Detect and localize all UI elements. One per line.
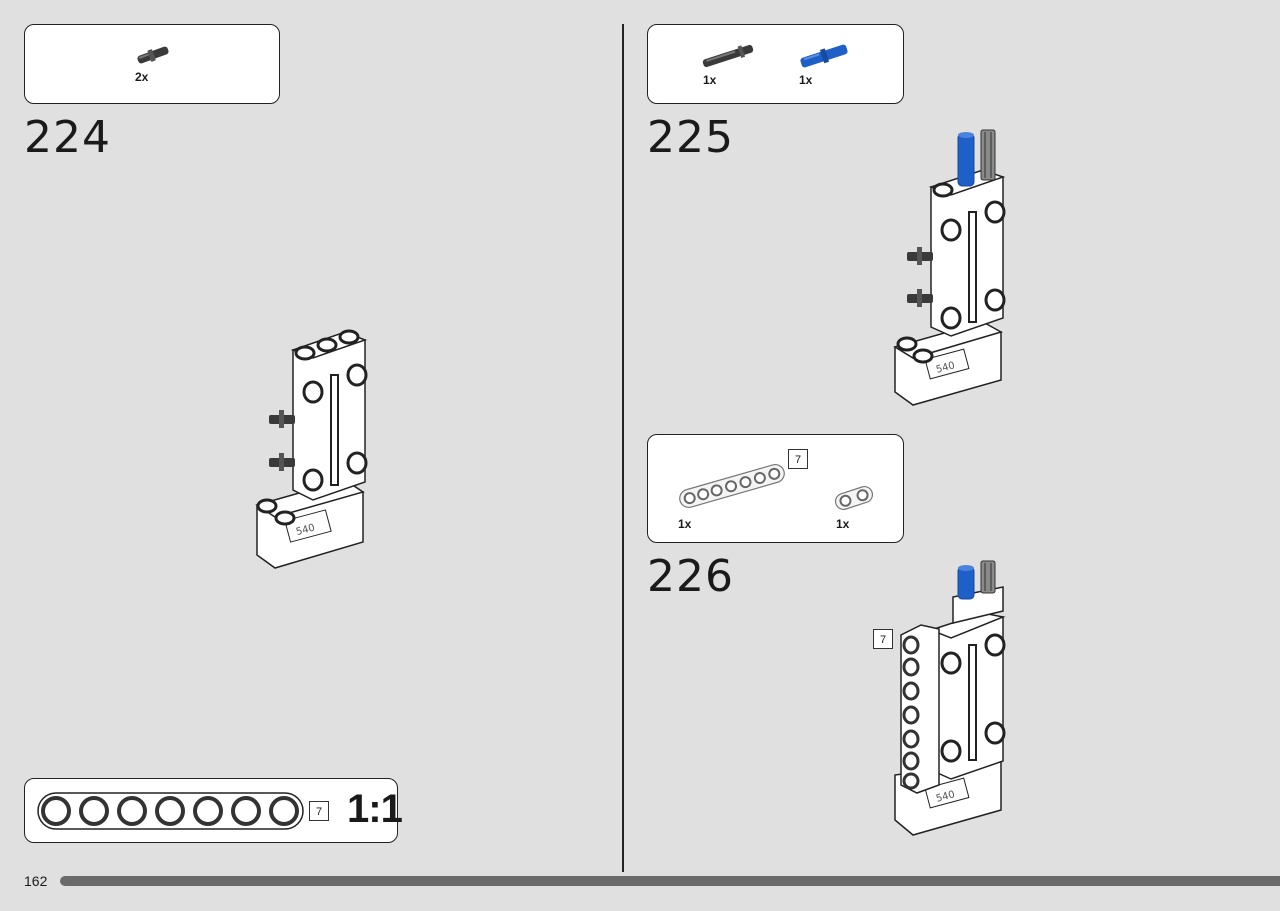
model-assembly-illustration: 540 [893,129,1006,406]
part-quantity: 1x [703,73,717,87]
callout-length-indicator: 7 [873,629,893,649]
part-quantity: 1x [836,517,850,531]
beam-7-scale-icon [37,792,304,830]
dark-axle-pin-icon [137,46,169,64]
white-beam-2-icon [834,486,874,510]
length-indicator: 7 [788,449,808,469]
page-number: 162 [24,873,48,889]
parts-callout-224: 2x [24,24,280,104]
parts-callout-225: 1x 1x [647,24,904,104]
scale-ruler: 7 1:1 [24,778,403,843]
svg-text:540: 540 [295,522,316,538]
parts-callout-226: 7 1x 1x [647,434,904,543]
white-beam-7-icon [679,463,785,509]
svg-text:540: 540 [935,789,956,805]
model-assembly-illustration: 540 [255,329,368,569]
blue-axle-pin-icon [800,44,848,68]
progress-bar [60,876,1280,886]
step-number-225: 225 [647,112,734,163]
step-number-224: 224 [24,112,111,163]
model-assembly-illustration: 540 [894,560,1006,836]
step-number-226: 226 [647,551,734,602]
part-quantity: 1x [799,73,813,87]
dark-long-pin-icon [702,44,754,68]
svg-text:540: 540 [935,360,956,376]
scale-ratio: 1:1 [347,787,403,831]
page-divider [622,24,624,872]
part-quantity: 1x [678,517,692,531]
part-quantity: 2x [135,70,149,84]
length-indicator: 7 [309,801,329,821]
